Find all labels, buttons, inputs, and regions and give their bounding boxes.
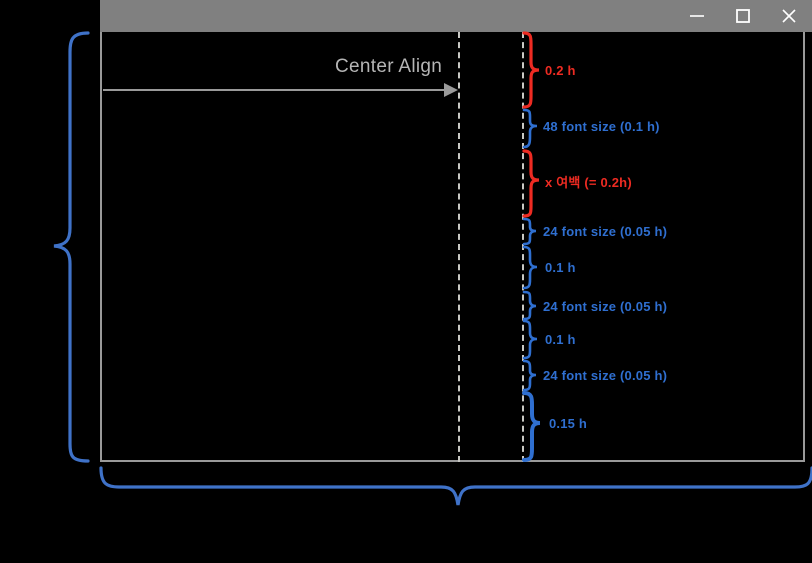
app-window [100,0,812,463]
center-align-label: Center Align [335,56,443,77]
maximize-button[interactable] [720,0,766,32]
close-button[interactable] [766,0,812,32]
minimize-button[interactable] [674,0,720,32]
minimize-icon [686,5,708,27]
right-margin-guide-line [522,32,524,462]
maximize-icon [732,5,754,27]
close-icon [778,5,800,27]
annotation-label-seg-5: 0.1 h [545,260,576,275]
center-align-arrow-head-icon [444,83,458,97]
window-content-area [100,32,805,462]
center-align-arrow-line [103,89,448,91]
annotation-label-seg-2: 48 font size (0.1 h) [543,119,660,134]
annotation-label-seg-3: x 여백 (= 0.2h) [545,175,632,190]
center-align-guide-line [458,32,460,462]
annotation-label-seg-6: 24 font size (0.05 h) [543,299,668,314]
annotation-label-seg-8: 24 font size (0.05 h) [543,368,668,383]
annotation-label-seg-1: 0.2 h [545,63,576,78]
annotation-label-seg-7: 0.1 h [545,332,576,347]
annotation-label-seg-4: 24 font size (0.05 h) [543,224,668,239]
outer-bottom-brace [99,466,812,506]
window-title-bar[interactable] [100,0,812,32]
annotation-label-seg-9: 0.15 h [549,416,588,431]
outer-left-brace [53,31,90,463]
